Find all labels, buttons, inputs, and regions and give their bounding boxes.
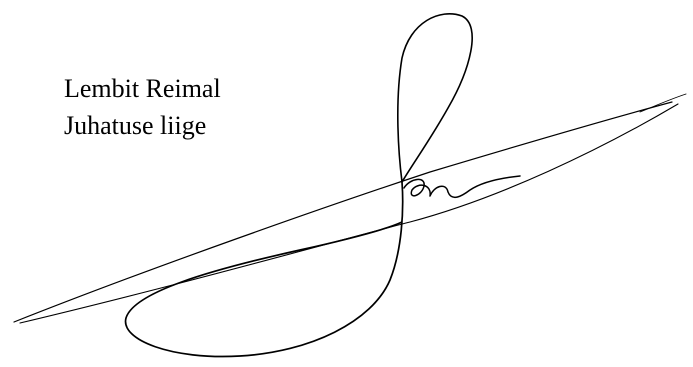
signatory-block: Lembit Reimal Juhatuse liige [64,70,221,144]
signatory-name: Lembit Reimal [64,74,221,103]
signatory-title: Juhatuse liige [64,111,207,140]
